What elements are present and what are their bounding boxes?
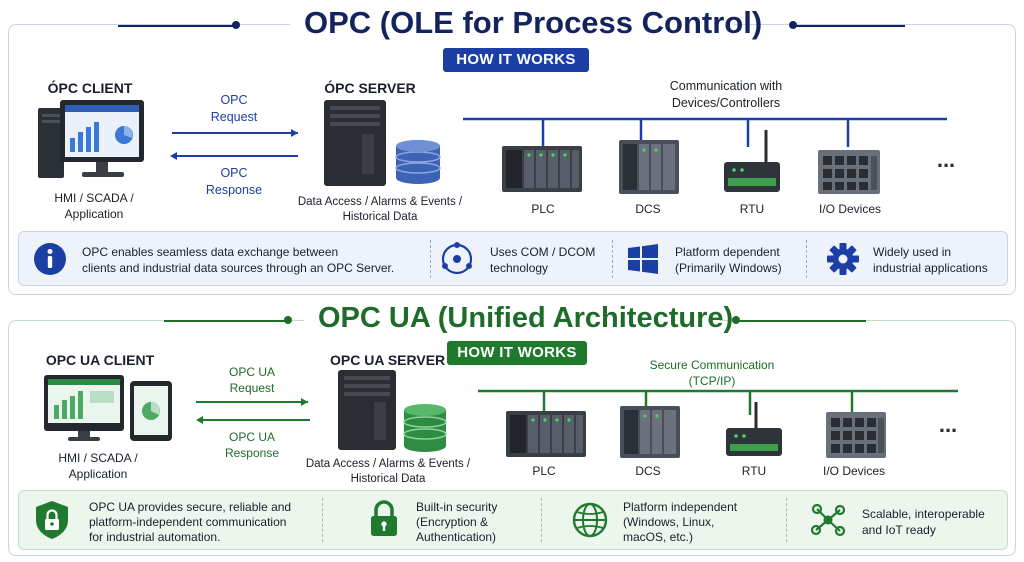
opc-ua-title: OPC UA (Unified Architecture) xyxy=(304,302,733,335)
opc-ua-device-label-dcs: DCS xyxy=(635,464,661,478)
opc-ua-info-3-line1: Platform independent xyxy=(623,500,738,514)
opc-server-sub2: Historical Data xyxy=(342,211,418,223)
ua-server-database-icon xyxy=(338,370,447,452)
opc-ua-comm-label-2: (TCP/IP) xyxy=(688,374,736,388)
opc-device-label-dcs: DCS xyxy=(635,202,661,216)
opc-ua-comm-label-1: Secure Communication xyxy=(649,358,775,372)
opc-info-2-line2: technology xyxy=(490,261,549,275)
opc-ua-more-devices-ellipsis: ... xyxy=(938,412,958,437)
opc-ua-request-response-arrows xyxy=(196,398,310,424)
ua-dcs-device-icon xyxy=(620,406,680,458)
opc-ua-server-sub2: Historical Data xyxy=(350,473,426,485)
network-nodes-icon xyxy=(810,503,846,537)
opc-info-4-line1: Widely used in xyxy=(873,245,952,259)
ua-info-separator-2 xyxy=(541,498,542,542)
opc-ua-info-1-line2: platform-independent communication xyxy=(89,515,287,529)
opc-communication-bus xyxy=(463,117,947,147)
opc-more-devices-ellipsis: ... xyxy=(936,147,956,172)
ua-io-device-icon xyxy=(826,412,886,458)
opc-device-label-plc: PLC xyxy=(531,202,555,216)
opc-request-response-arrows xyxy=(170,129,298,160)
opc-ua-info-2-line2: (Encryption & xyxy=(416,515,489,529)
opc-client-title: ÓPC CLIENT xyxy=(47,80,133,96)
opc-info-2-line1: Uses COM / DCOM xyxy=(490,245,596,259)
ua-title-left-dot xyxy=(284,316,292,324)
opc-comm-label-2: Devices/Controllers xyxy=(671,96,781,110)
opc-ua-device-label-plc: PLC xyxy=(532,464,556,478)
ua-title-right-rule xyxy=(736,320,866,322)
plc-device-icon xyxy=(502,146,582,192)
opc-ua-response-label-2: Response xyxy=(224,446,280,460)
opc-client-sub1: HMI / SCADA / xyxy=(54,191,134,205)
opc-info-separator-3 xyxy=(806,240,807,278)
opc-info-1-line1: OPC enables seamless data exchange betwe… xyxy=(82,245,339,259)
ua-rtu-device-icon xyxy=(726,402,782,456)
opc-ua-response-label-1: OPC UA xyxy=(228,430,275,444)
dcs-device-icon xyxy=(619,140,679,194)
opc-info-separator-1 xyxy=(430,240,431,278)
opc-request-label-2: Request xyxy=(210,110,258,124)
opc-ua-info-4-line1: Scalable, interoperable xyxy=(862,507,985,521)
ua-info-separator-3 xyxy=(786,498,787,542)
shield-lock-icon xyxy=(36,501,68,539)
windows-logo-icon xyxy=(628,244,658,274)
opc-server-title: ÓPC SERVER xyxy=(324,80,416,96)
opc-ua-server-sub1: Data Access / Alarms & Events / xyxy=(305,458,471,470)
opc-info-separator-2 xyxy=(612,240,613,278)
opc-ua-how-it-works-badge: HOW IT WORKS xyxy=(447,341,587,365)
opc-ua-client-sub2: Application xyxy=(68,467,128,481)
opc-ua-info-bar xyxy=(18,490,1008,550)
ua-plc-device-icon xyxy=(506,411,586,457)
io-device-icon xyxy=(818,150,880,194)
opc-response-label-1: OPC xyxy=(220,166,248,180)
monitor-tablet-icon xyxy=(44,375,172,441)
rtu-device-icon xyxy=(724,130,780,192)
opc-ua-info-1-line1: OPC UA provides secure, reliable and xyxy=(89,500,292,514)
opc-ua-request-label-2: Request xyxy=(229,381,275,395)
opc-info-3-line2: (Primarily Windows) xyxy=(675,261,782,275)
opc-ua-client-title: OPC UA CLIENT xyxy=(45,352,155,368)
opc-response-label-2: Response xyxy=(205,183,263,197)
opc-title: OPC (OLE for Process Control) xyxy=(290,5,762,41)
opc-client-sub2: Application xyxy=(64,207,124,221)
opc-ua-device-label-io: I/O Devices xyxy=(822,464,885,478)
globe-icon xyxy=(572,502,608,538)
opc-ua-client-sub1: HMI / SCADA / xyxy=(58,451,138,465)
opc-ua-request-label-1: OPC UA xyxy=(228,365,275,379)
network-hub-icon xyxy=(441,242,473,275)
padlock-icon xyxy=(371,500,397,536)
opc-info-1-line2: clients and industrial data sources thro… xyxy=(82,261,395,275)
opc-request-label-1: OPC xyxy=(220,93,248,107)
opc-ua-info-3-line2: (Windows, Linux, xyxy=(623,515,715,529)
opc-ua-info-4-line2: and IoT ready xyxy=(862,523,936,537)
ua-info-separator-1 xyxy=(322,498,323,542)
opc-ua-info-2-line1: Built-in security xyxy=(416,500,498,514)
opc-comm-label-1: Communication with xyxy=(669,79,783,93)
opc-info-3-line1: Platform dependent xyxy=(675,245,780,259)
opc-ua-server-title: OPC UA SERVER xyxy=(330,352,446,368)
opc-info-4-line2: industrial applications xyxy=(873,261,988,275)
title-left-rule xyxy=(118,25,236,27)
opc-server-sub1: Data Access / Alarms & Events / xyxy=(297,196,463,208)
server-database-icon xyxy=(324,100,441,186)
title-right-rule xyxy=(793,25,905,27)
opc-device-label-io: I/O Devices xyxy=(818,202,881,216)
opc-how-it-works-badge: HOW IT WORKS xyxy=(443,48,589,72)
title-left-dot xyxy=(232,21,240,29)
opc-device-label-rtu: RTU xyxy=(739,202,765,216)
info-icon xyxy=(34,243,66,275)
opc-ua-device-label-rtu: RTU xyxy=(741,464,767,478)
opc-ua-info-2-line3: Authentication) xyxy=(416,530,497,544)
opc-ua-info-3-line3: macOS, etc.) xyxy=(623,530,694,544)
opc-ua-info-1-line3: for industrial automation. xyxy=(89,530,221,544)
gear-icon xyxy=(827,243,859,275)
computer-workstation-icon xyxy=(38,100,144,178)
ua-title-left-rule xyxy=(164,320,288,322)
